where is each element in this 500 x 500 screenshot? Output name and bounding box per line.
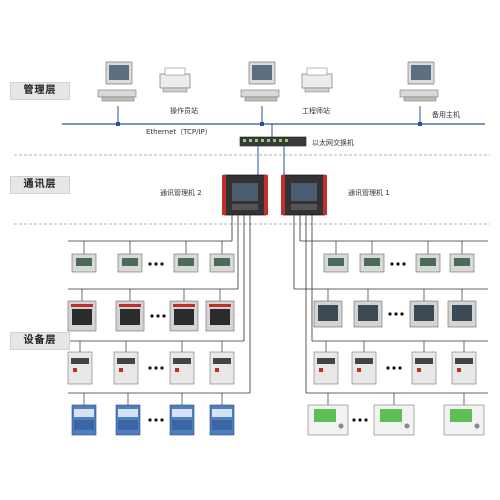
io-module-icon	[71, 393, 97, 436]
meter-icon	[173, 241, 199, 273]
more-devices-ellipsis	[148, 262, 406, 422]
meter-icon	[209, 241, 235, 273]
meter-icon	[71, 241, 97, 273]
io-module-icon	[115, 393, 141, 436]
comm-manager-1-label: 通讯管理机 1	[348, 189, 390, 197]
computer-icon	[97, 61, 137, 102]
printer-icon	[301, 67, 333, 93]
relay-icon	[67, 341, 93, 385]
relay-icon	[169, 341, 195, 385]
meter-icon	[169, 289, 199, 332]
meter-icon	[115, 289, 145, 332]
gateway-icon	[281, 174, 327, 216]
relay-display-icon	[443, 393, 485, 436]
relay-icon	[411, 341, 437, 385]
computer-icon	[399, 61, 439, 102]
relay-icon	[209, 341, 235, 385]
computer-icon	[240, 61, 280, 102]
relay-icon	[113, 341, 139, 385]
backup-host-label: 备用主机	[432, 111, 460, 119]
bus-node	[116, 122, 120, 126]
meter-icon	[449, 241, 475, 273]
bus-node	[260, 122, 264, 126]
meter-icon	[415, 241, 441, 273]
layer-label-management: 管理层	[10, 82, 70, 100]
relay-display-icon	[307, 393, 349, 436]
meter-icon	[353, 289, 383, 328]
comm-manager-2-label: 通讯管理机 2	[160, 189, 202, 197]
meter-icon	[323, 241, 349, 273]
left-device-buses	[68, 215, 251, 394]
meter-icon	[117, 241, 143, 273]
meter-icon	[313, 289, 343, 328]
io-module-icon	[169, 393, 195, 436]
relay-icon	[351, 341, 377, 385]
right-device-buses	[293, 215, 488, 394]
relay-display-icon	[373, 393, 415, 436]
switch-icon	[239, 136, 307, 147]
engineer-station-label: 工程师站	[302, 107, 330, 115]
switch-label: 以太网交换机	[312, 139, 354, 147]
ethernet-bus-label: Ethernet（TCP/IP）	[146, 128, 212, 136]
printer-icon	[159, 67, 191, 93]
operator-station-label: 操作员站	[170, 107, 198, 115]
relay-icon	[451, 341, 477, 385]
io-module-icon	[209, 393, 235, 436]
layer-label-communication: 通讯层	[10, 176, 70, 194]
gateway-icon	[222, 174, 268, 216]
layer-label-device: 设备层	[10, 332, 70, 350]
meter-icon	[67, 289, 97, 332]
relay-icon	[313, 341, 339, 385]
meter-icon	[447, 289, 477, 328]
meter-icon	[359, 241, 385, 273]
bus-node	[418, 122, 422, 126]
meter-icon	[205, 289, 235, 332]
meter-icon	[409, 289, 439, 328]
